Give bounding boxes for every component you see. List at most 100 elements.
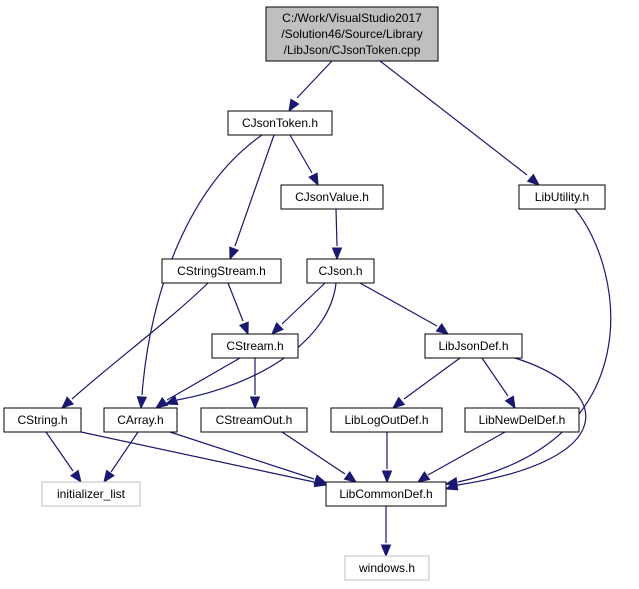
edge-arrowhead <box>391 396 406 409</box>
edge-liblogoutdef-to-libcommondef <box>381 432 393 484</box>
edge-line <box>335 208 338 247</box>
edge-cstringstream-to-cstream <box>227 282 249 336</box>
edge-cjsontoken-to-carray <box>136 134 263 410</box>
edge-line <box>427 431 506 476</box>
edge-arrowhead <box>435 322 450 335</box>
edge-line <box>110 431 139 473</box>
edge-line <box>169 431 315 480</box>
edge-arrowhead <box>380 544 392 558</box>
edge-line <box>141 134 263 396</box>
node-label: C:/Work/VisualStudio2017 <box>282 11 422 25</box>
node-label: CStream.h <box>226 339 283 353</box>
edge-line <box>457 357 587 486</box>
node-label: CJson.h <box>318 264 362 278</box>
node-cjson[interactable]: CJson.h <box>306 258 375 284</box>
edge-line <box>227 282 244 322</box>
node-label: LibLogOutDef.h <box>344 413 428 427</box>
edge-arrowhead <box>416 471 431 483</box>
edge-arrowhead <box>308 172 319 187</box>
edge-carray-to-initializer_list <box>103 431 139 484</box>
edge-libjsondef-to-libnewdeldef <box>481 357 516 410</box>
node-libnewdeldef[interactable]: LibNewDelDef.h <box>464 407 580 433</box>
edge-arrowhead <box>343 470 358 483</box>
node-cstringstream[interactable]: CStringStream.h <box>161 258 282 284</box>
edge-cstream-to-carray <box>154 357 241 409</box>
node-box <box>325 481 447 507</box>
edge-cstringstream-to-cstring <box>61 282 209 409</box>
node-box <box>41 481 141 507</box>
edge-line <box>296 60 333 99</box>
edge-arrowhead <box>288 98 300 113</box>
node-label: /LibJson/CJsonToken.cpp <box>284 43 421 57</box>
node-box <box>280 184 384 210</box>
node-initializer_list[interactable]: initializer_list <box>41 481 141 507</box>
edge-arrowhead <box>136 396 148 410</box>
node-label: CString.h <box>17 413 67 427</box>
node-label: CJsonValue.h <box>295 190 369 204</box>
node-cstreamout[interactable]: CStreamOut.h <box>200 407 308 433</box>
node-label: CStreamOut.h <box>216 413 293 427</box>
node-box <box>161 258 282 284</box>
edge-line <box>166 357 241 401</box>
edge-line <box>71 282 209 400</box>
node-box <box>330 407 443 433</box>
edge-arrowhead <box>164 395 179 405</box>
edge-carray-to-libcommondef <box>169 431 328 485</box>
node-box <box>200 407 308 433</box>
edge-libjsondef-to-liblogoutdef <box>391 357 461 409</box>
edge-line <box>457 208 612 483</box>
node-label: LibJsonDef.h <box>438 339 508 353</box>
edge-arrowhead <box>331 247 343 261</box>
edge-arrowhead <box>381 470 393 484</box>
node-cjsonvalue[interactable]: CJsonValue.h <box>280 184 384 210</box>
edge-arrowhead <box>61 396 75 409</box>
edge-line <box>481 357 509 397</box>
edge-libnewdeldef-to-libcommondef <box>416 431 506 483</box>
edge-cjsontoken-to-cjsonvalue <box>289 134 319 187</box>
node-box <box>344 555 430 581</box>
edge-line <box>80 431 315 483</box>
edge-arrowhead <box>229 246 240 261</box>
edge-libutility-to-libcommondef <box>444 208 612 488</box>
node-label: LibNewDelDef.h <box>479 413 566 427</box>
node-box <box>518 184 606 210</box>
node-box <box>211 333 299 359</box>
edge-arrowhead <box>238 321 249 336</box>
edge-arrowhead <box>271 322 284 335</box>
edge-line <box>45 431 74 472</box>
node-label: LibUtility.h <box>535 190 589 204</box>
node-label: CStringStream.h <box>177 264 266 278</box>
edge-arrowhead <box>249 396 261 410</box>
node-label: initializer_list <box>57 487 126 501</box>
edge-cjsonvalue-to-cjson <box>331 208 343 261</box>
edge-root-to-libutility <box>379 60 541 186</box>
node-libcommondef[interactable]: LibCommonDef.h <box>325 481 447 507</box>
node-cjsontoken[interactable]: CJsonToken.h <box>227 110 333 136</box>
edge-cstream-to-cstreamout <box>249 358 261 410</box>
edge-arrowhead <box>313 474 328 485</box>
node-liblogoutdef[interactable]: LibLogOutDef.h <box>330 407 443 433</box>
edge-arrowhead <box>526 173 541 186</box>
edge-arrowhead <box>69 469 82 484</box>
edge-cstring-to-initializer_list <box>45 431 82 484</box>
node-label: LibCommonDef.h <box>339 487 432 501</box>
node-box <box>3 407 82 433</box>
node-root[interactable]: C:/Work/VisualStudio2017/Solution46/Sour… <box>265 6 439 62</box>
node-box <box>306 258 375 284</box>
node-libutility[interactable]: LibUtility.h <box>518 184 606 210</box>
node-libjsondef[interactable]: LibJsonDef.h <box>424 333 523 359</box>
edge-cjson-to-libjsondef <box>359 282 450 335</box>
edge-cjsontoken-to-cstringstream <box>229 134 275 261</box>
node-cstream[interactable]: CStream.h <box>211 333 299 359</box>
edge-line <box>281 282 326 325</box>
node-box <box>103 407 178 433</box>
node-carray[interactable]: CArray.h <box>103 407 178 433</box>
node-box <box>464 407 580 433</box>
nodes-layer: C:/Work/VisualStudio2017/Solution46/Sour… <box>3 6 606 581</box>
node-box <box>424 333 523 359</box>
edge-cstreamout-to-libcommondef <box>281 431 358 483</box>
edge-line <box>379 60 528 176</box>
node-windows[interactable]: windows.h <box>344 555 430 581</box>
node-cstring[interactable]: CString.h <box>3 407 82 433</box>
node-box <box>265 6 439 62</box>
